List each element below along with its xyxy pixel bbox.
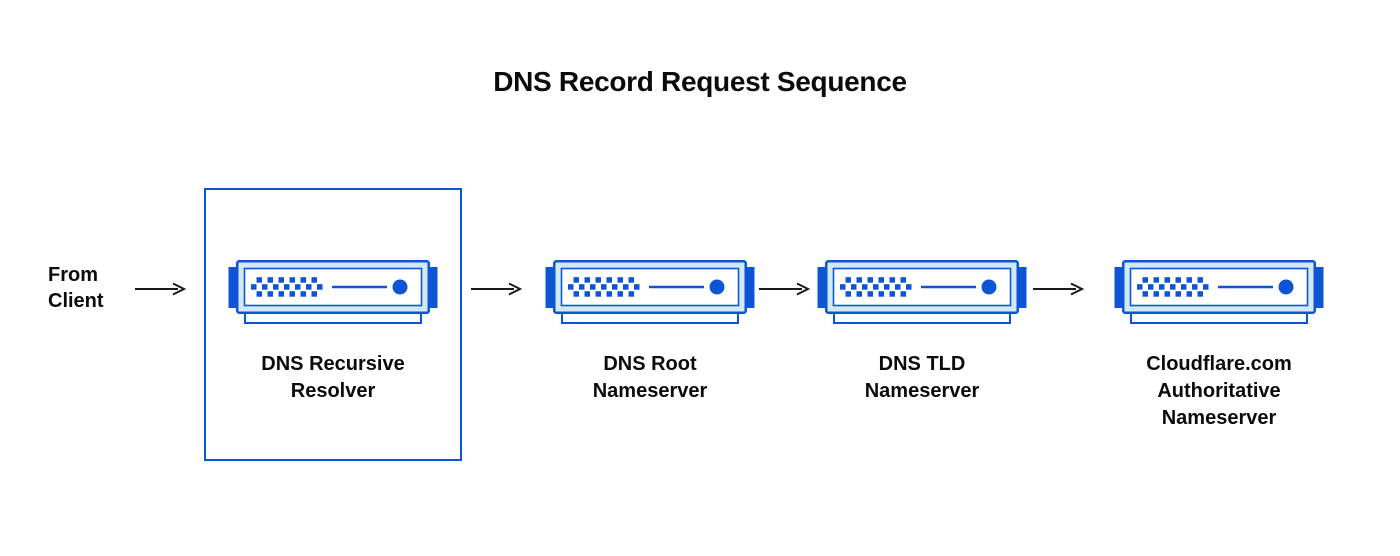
server-vents <box>568 277 640 297</box>
server-icon <box>228 260 438 324</box>
node-label: DNS Recursive Resolver <box>261 353 405 402</box>
server-icon <box>817 260 1027 324</box>
right-arrow-icon <box>135 282 186 296</box>
server-icon <box>545 260 755 324</box>
server-vents <box>1137 277 1209 297</box>
recursive-resolver-highlight-box <box>204 188 462 461</box>
server-icon <box>1114 260 1324 324</box>
diagram-title: DNS Record Request Sequence <box>493 66 907 97</box>
node-label: DNS Root Nameserver <box>592 353 708 402</box>
from-client-label: From Client <box>48 264 104 312</box>
node-dns-tld-nameserver: DNS TLD Nameserver <box>792 260 1052 405</box>
right-arrow-icon <box>471 282 522 296</box>
node-label: Cloudflare.com Authoritative Nameserver <box>1146 353 1292 429</box>
right-arrow-icon <box>759 282 810 296</box>
server-vents <box>251 277 323 297</box>
server-vents <box>840 277 912 297</box>
node-dns-root-nameserver: DNS Root Nameserver <box>520 260 780 405</box>
node-dns-recursive-resolver: DNS Recursive Resolver <box>203 260 463 405</box>
node-cloudflare-authoritative-nameserver: Cloudflare.com Authoritative Nameserver <box>1089 260 1349 432</box>
right-arrow-icon <box>1033 282 1084 296</box>
node-label: DNS TLD Nameserver <box>864 353 980 402</box>
